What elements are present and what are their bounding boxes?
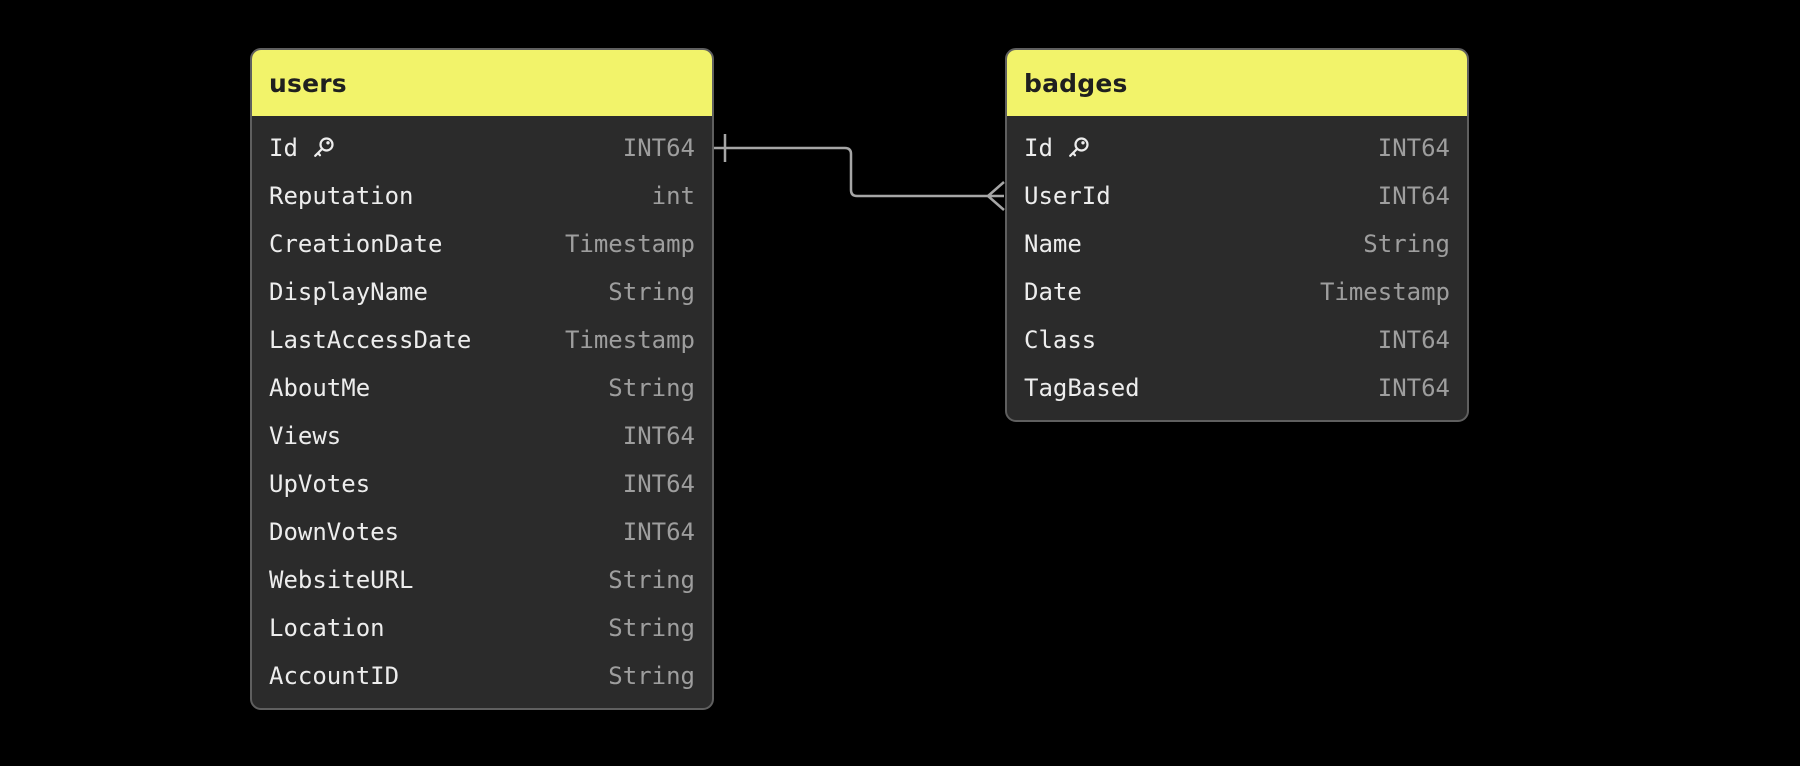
field-row-lastaccessdate[interactable]: LastAccessDate Timestamp xyxy=(252,316,712,364)
field-name: Id xyxy=(269,134,337,162)
field-row-date[interactable]: Date Timestamp xyxy=(1007,268,1467,316)
field-name: Class xyxy=(1024,326,1097,354)
field-row-downvotes[interactable]: DownVotes INT64 xyxy=(252,508,712,556)
field-type: INT64 xyxy=(1377,326,1450,354)
field-row-displayname[interactable]: DisplayName String xyxy=(252,268,712,316)
field-type: INT64 xyxy=(1377,182,1450,210)
field-name: AboutMe xyxy=(269,374,371,402)
field-row-accountid[interactable]: AccountID String xyxy=(252,652,712,700)
field-row-creationdate[interactable]: CreationDate Timestamp xyxy=(252,220,712,268)
table-users-body: Id INT64 Reputation int CreationDate xyxy=(252,116,712,708)
field-row-location[interactable]: Location String xyxy=(252,604,712,652)
table-title: users xyxy=(269,68,347,98)
field-type: Timestamp xyxy=(564,230,695,258)
field-row-views[interactable]: Views INT64 xyxy=(252,412,712,460)
field-name: Id xyxy=(1024,134,1092,162)
field-name: DisplayName xyxy=(269,278,428,306)
primary-key-icon xyxy=(1064,134,1092,162)
field-name: Views xyxy=(269,422,342,450)
field-type: INT64 xyxy=(622,470,695,498)
field-row-id[interactable]: Id INT64 xyxy=(252,124,712,172)
field-type: String xyxy=(1363,230,1450,258)
field-name: DownVotes xyxy=(269,518,400,546)
field-name: CreationDate xyxy=(269,230,443,258)
field-name: Name xyxy=(1024,230,1082,258)
field-type: String xyxy=(608,566,695,594)
table-badges[interactable]: badges Id INT64 UserId I xyxy=(1005,48,1469,422)
field-row-tagbased[interactable]: TagBased INT64 xyxy=(1007,364,1467,412)
field-type: String xyxy=(608,662,695,690)
field-name: LastAccessDate xyxy=(269,326,472,354)
relationship-users-badges[interactable] xyxy=(714,134,1005,211)
field-row-name[interactable]: Name String xyxy=(1007,220,1467,268)
field-type: INT64 xyxy=(622,518,695,546)
field-type: INT64 xyxy=(622,422,695,450)
table-badges-body: Id INT64 UserId INT64 Name Str xyxy=(1007,116,1467,420)
field-type: INT64 xyxy=(1377,374,1450,402)
field-type: INT64 xyxy=(622,134,695,162)
many-cardinality-marker xyxy=(987,181,1005,211)
field-row-id[interactable]: Id INT64 xyxy=(1007,124,1467,172)
field-row-reputation[interactable]: Reputation int xyxy=(252,172,712,220)
field-name: UpVotes xyxy=(269,470,371,498)
field-type: String xyxy=(608,614,695,642)
field-row-class[interactable]: Class INT64 xyxy=(1007,316,1467,364)
relationship-line[interactable] xyxy=(714,146,988,198)
field-type: Timestamp xyxy=(1319,278,1450,306)
field-type: String xyxy=(608,278,695,306)
table-badges-header[interactable]: badges xyxy=(1007,50,1467,116)
field-name: WebsiteURL xyxy=(269,566,414,594)
field-row-upvotes[interactable]: UpVotes INT64 xyxy=(252,460,712,508)
field-name: Reputation xyxy=(269,182,414,210)
field-type: INT64 xyxy=(1377,134,1450,162)
field-name: TagBased xyxy=(1024,374,1140,402)
field-row-userid[interactable]: UserId INT64 xyxy=(1007,172,1467,220)
table-users[interactable]: users Id INT64 Reputation xyxy=(250,48,714,710)
field-name: Location xyxy=(269,614,385,642)
field-row-websiteurl[interactable]: WebsiteURL String xyxy=(252,556,712,604)
field-type: String xyxy=(608,374,695,402)
field-name: AccountID xyxy=(269,662,400,690)
table-users-header[interactable]: users xyxy=(252,50,712,116)
field-type: Timestamp xyxy=(564,326,695,354)
field-type: int xyxy=(651,182,695,210)
field-name: Date xyxy=(1024,278,1082,306)
field-name: UserId xyxy=(1024,182,1111,210)
primary-key-icon xyxy=(309,134,337,162)
table-title: badges xyxy=(1024,68,1128,98)
field-row-aboutme[interactable]: AboutMe String xyxy=(252,364,712,412)
